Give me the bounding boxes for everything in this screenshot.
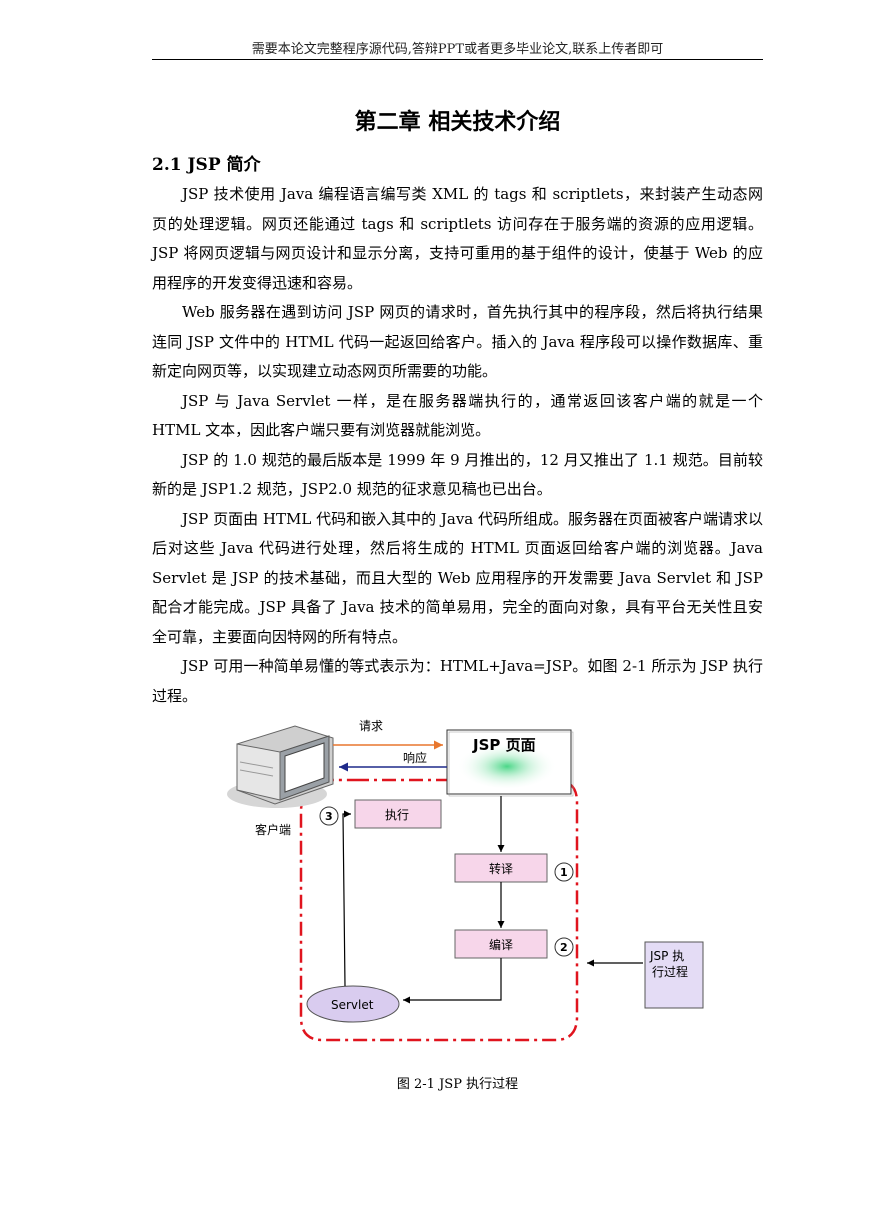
chapter-title: 第二章 相关技术介绍 bbox=[354, 110, 561, 135]
step-2-marker bbox=[554, 937, 574, 957]
header-rule bbox=[152, 59, 763, 60]
note-line-1: JSP 执 bbox=[649, 949, 684, 963]
section-title: 2.1 JSP 简介 bbox=[152, 155, 261, 175]
request-label: 请求 bbox=[359, 719, 383, 733]
paragraph: Web 服务器在遇到访问 JSP 网页的请求时，首先执行其中的程序段，然后将执行… bbox=[152, 303, 763, 380]
paragraph: JSP 的 1.0 规范的最后版本是 1999 年 9 月推出的，12 月又推出… bbox=[152, 450, 763, 499]
step-3-marker bbox=[319, 806, 339, 826]
flow-arrow bbox=[403, 958, 502, 1004]
response-label: 响应 bbox=[403, 750, 427, 765]
paragraph: JSP 页面由 HTML 代码和嵌入其中的 Java 代码所组成。服务器在页面被… bbox=[152, 509, 764, 646]
servlet-node bbox=[306, 985, 400, 1023]
figure-caption: 图 2-1 JSP 执行过程 bbox=[396, 1077, 519, 1092]
paragraph: JSP 技术使用 Java 编程语言编写类 XML 的 tags 和 scrip… bbox=[152, 185, 763, 292]
client-label: 客户端 bbox=[255, 822, 291, 837]
jsp-page-label: JSP 页面 bbox=[472, 736, 536, 754]
translate-label: 转译 bbox=[489, 861, 513, 876]
step-3-label: 3 bbox=[325, 810, 333, 823]
body-text: JSP 技术使用 Java 编程语言编写类 XML 的 tags 和 scrip… bbox=[152, 180, 763, 711]
note-box bbox=[644, 941, 704, 1009]
note-line-2: 行过程 bbox=[652, 964, 688, 979]
servlet-label: Servlet bbox=[331, 998, 374, 1012]
jsp-execution-diagram: 客户端 JSP 页面 请求 响应 执行 3 转译 1 编译 2 bbox=[225, 712, 715, 1052]
page-header: 需要本论文完整程序源代码,答辩PPT或者更多毕业论文,联系上传者即可 bbox=[251, 42, 664, 57]
compile-box bbox=[454, 929, 548, 959]
flow-arrow bbox=[342, 810, 351, 987]
step-1-marker bbox=[554, 862, 574, 882]
execute-box bbox=[354, 799, 442, 829]
step-2-label: 2 bbox=[560, 941, 568, 954]
compile-label: 编译 bbox=[489, 937, 513, 952]
computer-icon bbox=[227, 725, 334, 808]
execute-label: 执行 bbox=[385, 808, 409, 822]
paragraph: JSP 与 Java Servlet 一样，是在服务器端执行的，通常返回该客户端… bbox=[152, 391, 763, 440]
step-1-label: 1 bbox=[560, 866, 568, 879]
paragraph: JSP 可用一种简单易懂的等式表示为：HTML+Java=JSP。如图 2-1 … bbox=[152, 657, 763, 705]
